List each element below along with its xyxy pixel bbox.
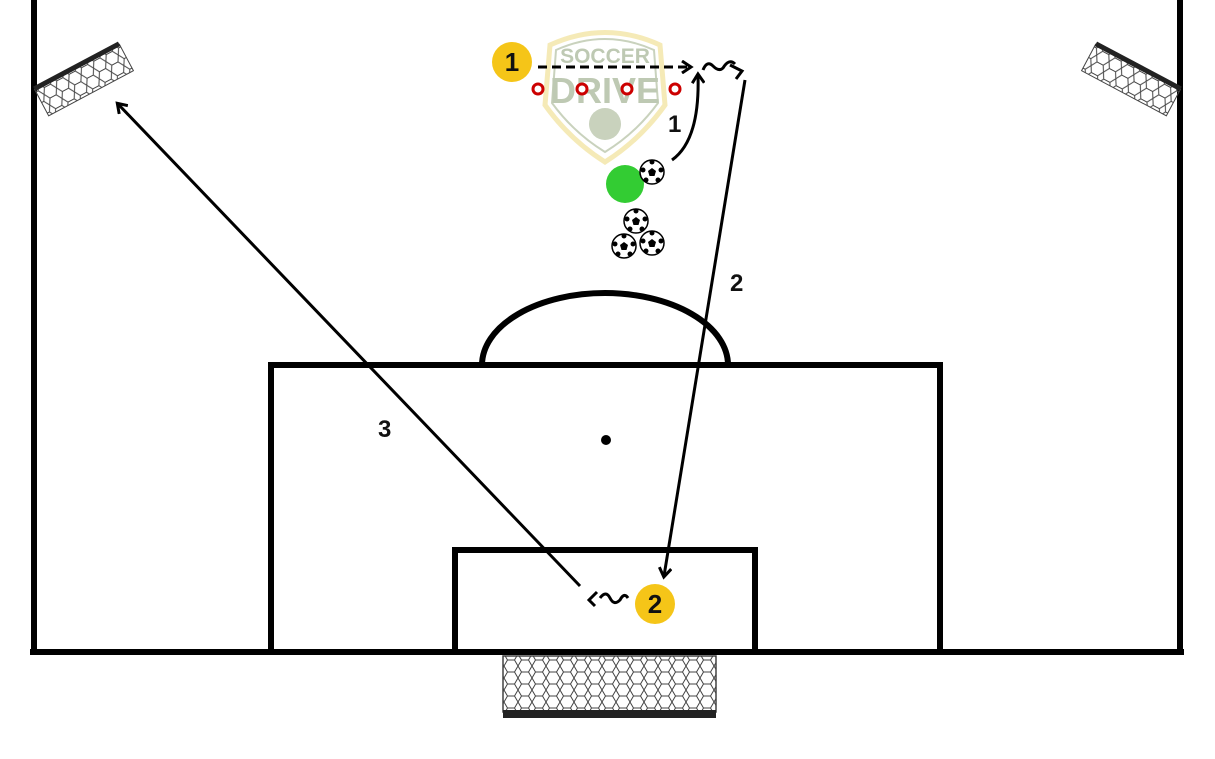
- ball-icon: [639, 158, 665, 185]
- svg-text:1: 1: [505, 47, 519, 77]
- cone: [575, 82, 589, 96]
- svg-text:DRIVE: DRIVE: [550, 70, 660, 111]
- action-label-2: 2: [730, 270, 743, 297]
- action-label-1: 1: [668, 111, 681, 138]
- player-2: 2: [635, 584, 675, 624]
- ball-icon: [611, 232, 637, 259]
- penalty-arc: [479, 290, 731, 366]
- goal-box: [452, 547, 758, 655]
- server-player: [606, 165, 644, 203]
- pitch: [30, 0, 1184, 655]
- cones: [531, 82, 682, 96]
- pass-1-arrow: [671, 75, 698, 162]
- svg-text:2: 2: [648, 589, 662, 619]
- ball-icon: [623, 207, 649, 234]
- cone: [620, 82, 634, 96]
- ball-icon: [639, 229, 665, 256]
- svg-text:SOCCER: SOCCER: [560, 45, 650, 68]
- shot-3-arrow: [118, 104, 582, 588]
- penalty-spot: [601, 435, 611, 445]
- dribble-1-squiggle: [701, 60, 745, 80]
- penalty-box: [268, 362, 943, 655]
- cone: [531, 82, 545, 96]
- cone: [668, 82, 682, 96]
- main-goal: [502, 655, 717, 718]
- dribble-2-squiggle: [586, 590, 630, 608]
- action-label-3: 3: [378, 416, 391, 443]
- mini-goal-left: [33, 41, 135, 117]
- player-1: 1: [492, 42, 532, 82]
- pass-2-arrow: [664, 79, 747, 576]
- soccer-drive-logo: SOCCER DRIVE: [542, 30, 668, 165]
- mini-goal-right: [1080, 41, 1182, 117]
